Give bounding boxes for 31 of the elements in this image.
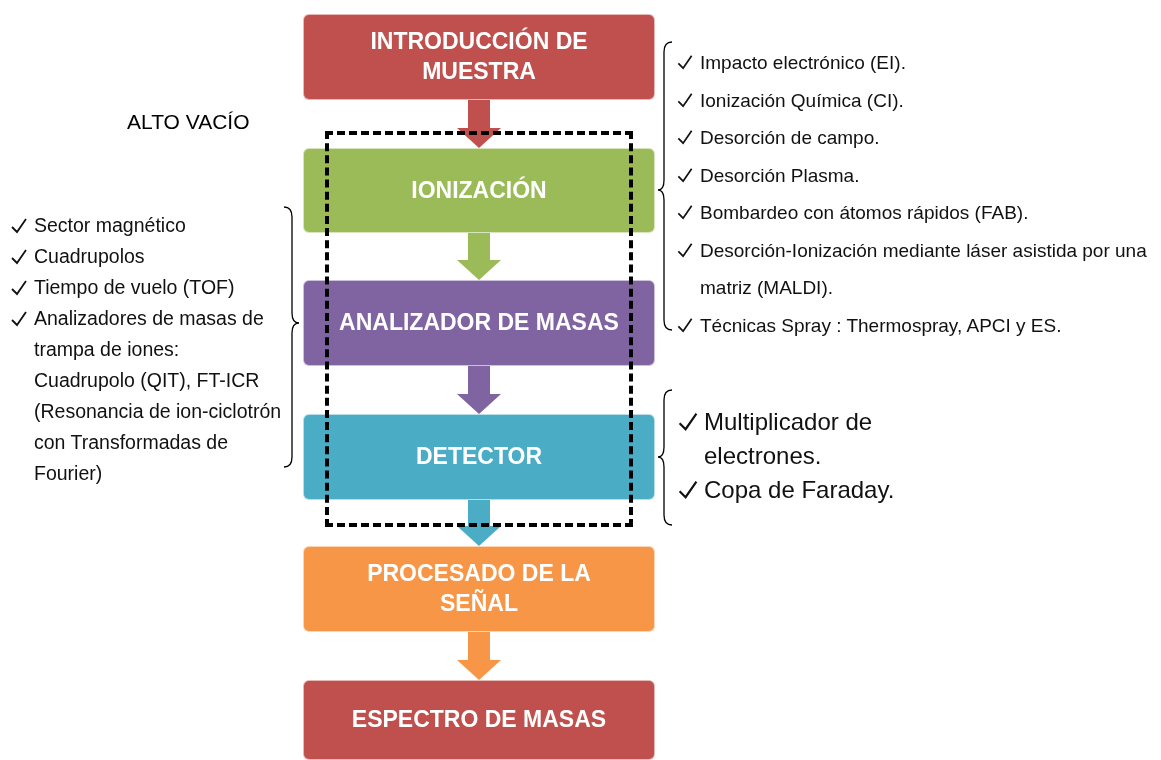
list-item: Desorción Plasma. [700,163,860,188]
region-label: ALTO VACÍO [127,110,250,134]
box-label: PROCESADO DE LA SEÑAL [366,559,592,618]
process-box [303,546,655,632]
list-item: Técnicas Spray : Thermospray, APCI y ES. [700,313,1062,338]
list-item: Ionización Química (CI). [700,88,904,113]
list-item: Tiempo de vuelo (TOF) [34,275,235,300]
arrow [457,366,501,414]
list-item: Desorción-Ionización mediante láser asistida por una matriz (MALDI). [700,238,1148,300]
process-box [303,680,655,760]
list-item: Impacto electrónico (EI). [700,51,906,75]
arrow [457,500,501,546]
list-item: Cuadrupolos [34,244,145,269]
process-box [303,414,655,500]
box-label: INTRODUCCIÓN DE MUESTRA [369,27,589,86]
process-box [303,148,655,233]
process-box [303,14,655,100]
process-box [303,280,655,366]
box-label: ANALIZADOR DE MASAS [338,308,620,338]
arrow [457,233,501,280]
list-item: Desorción de campo. [700,126,880,150]
list-item: Multiplicador de electrones. [704,407,874,471]
box-label: IONIZACIÓN [410,175,548,205]
arrow [457,100,501,148]
list-item: Sector magnético [34,213,186,238]
box-label: DETECTOR [414,442,544,472]
list-item: Copa de Faraday. [704,475,895,505]
list-item: Bombardeo con átomos rápidos (FAB). [700,201,1029,225]
list-item: Analizadores de masas de trampa de iones: Cuadrupolo (QIT), FT-ICR (Resonancia de ion-ciclotrón con Transformadas de Fourier) [34,306,282,486]
box-label: ESPECTRO DE MASAS [350,705,608,735]
arrow [457,632,501,680]
